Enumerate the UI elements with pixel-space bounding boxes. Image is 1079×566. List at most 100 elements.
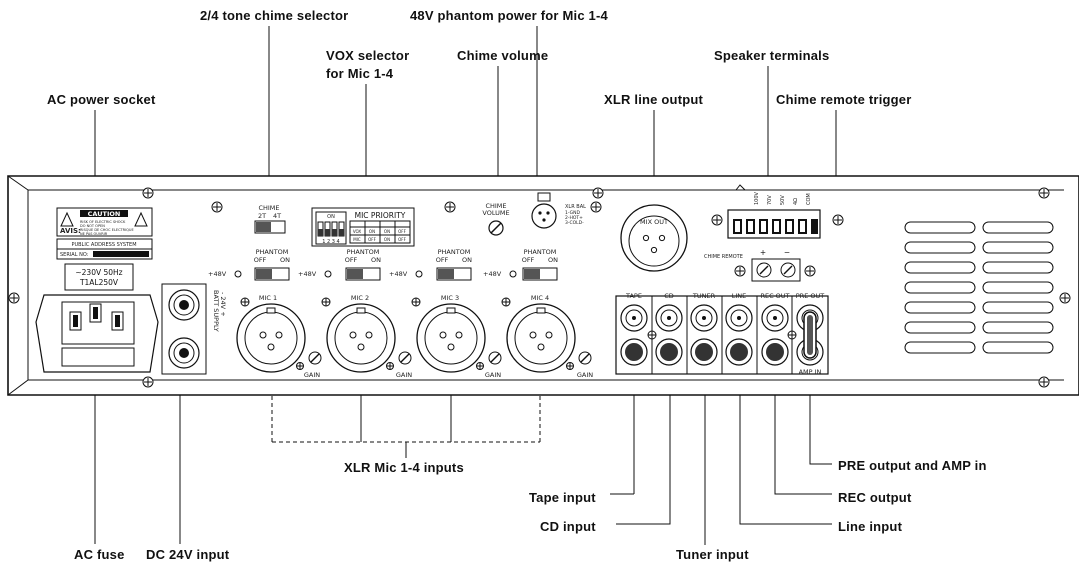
dip-numbers: 1 2 3 4 — [322, 239, 340, 245]
rca-jack-tape-top — [620, 304, 648, 332]
small-xlr-connector[interactable]: XLR BAL 1-GND 2-HOT+ 3-COLD- — [531, 192, 586, 229]
off-label: OFF — [522, 256, 535, 264]
caution-text-3: RISQUE DE CHOC ELECTRIQUE — [80, 228, 134, 232]
chime-4t: 4T — [273, 212, 281, 220]
grid-cell: ON — [369, 229, 375, 234]
gain-trim-3[interactable]: GAIN — [476, 351, 502, 379]
callout-rec-output: REC output — [838, 490, 912, 505]
mix-out-label: MIX OUT — [640, 218, 668, 226]
screw-icon — [1038, 376, 1050, 388]
chime-volume-knob[interactable]: CHIME VOLUME — [482, 202, 510, 236]
callout-cd-input: CD input — [540, 519, 596, 534]
rca-jack-tape-bottom — [620, 338, 648, 366]
speaker-label: COM — [806, 193, 812, 205]
batt-voltage-label: - 24V + — [219, 292, 227, 317]
callout-xlr-mic-inputs: XLR Mic 1-4 inputs — [344, 460, 464, 475]
phantom-label: PHANTOM — [524, 248, 557, 256]
speaker-terminals[interactable]: 100V 70V 50V 4Ω COM — [727, 184, 821, 239]
gain-label: GAIN — [485, 371, 501, 379]
caution-text-2: DO NOT OPEN — [80, 224, 105, 228]
screw-icon — [592, 187, 604, 199]
screw-icon — [142, 187, 154, 199]
screw-icon — [832, 214, 844, 226]
screw-icon — [647, 330, 657, 340]
callout-tuner-input: Tuner input — [676, 547, 749, 562]
screw-icon — [444, 201, 456, 213]
callout-xlr-line-output: XLR line output — [604, 92, 704, 107]
priority-grid: VOX ON ON OFF MIC OFF ON OFF — [349, 220, 411, 244]
phantom-switch-3[interactable]: PHANTOM OFF ON +48V — [389, 248, 472, 281]
mic-label: MIC 3 — [441, 294, 459, 302]
dc-24v-input[interactable]: BATT SUPPLY - 24V + — [161, 283, 227, 375]
caution-avis: AVIS: — [60, 227, 81, 235]
rca-jack-line-top — [725, 304, 753, 332]
callout-tape-input: Tape input — [529, 490, 596, 505]
off-label: OFF — [254, 256, 267, 264]
plus48v-label: +48V — [389, 270, 408, 278]
screw-icon — [211, 201, 223, 213]
grid-cell: OFF — [368, 237, 376, 242]
speaker-label: 50V — [780, 195, 786, 205]
phantom-label: PHANTOM — [256, 248, 289, 256]
grid-cell: VOX — [353, 229, 362, 234]
grid-cell: OFF — [398, 229, 406, 234]
callout-chime-selector: 2/4 tone chime selector — [200, 8, 348, 23]
rca-label-rec-out: REC OUT — [760, 292, 789, 300]
screw-icon — [734, 265, 746, 277]
on-label: ON — [548, 256, 558, 264]
phantom-switch-1[interactable]: PHANTOM OFF ON +48V — [208, 248, 290, 281]
screw-icon — [1059, 292, 1071, 304]
chime-selector[interactable]: CHIME 2T 4T — [254, 204, 286, 234]
rca-label-amp-in: AMP IN — [799, 368, 822, 376]
mic-priority-label: MIC PRIORITY — [355, 211, 406, 220]
rca-label-pre-out: PRE OUT — [796, 292, 824, 300]
rca-label-line: LINE — [732, 292, 747, 300]
on-label: ON — [462, 256, 472, 264]
callout-speaker-terminals: Speaker terminals — [714, 48, 829, 63]
xlr-pin-label: 3-COLD- — [565, 220, 584, 226]
mic-input-4[interactable]: MIC 4 — [501, 294, 576, 373]
phantom-switch-4[interactable]: PHANTOM OFF ON +48V — [483, 248, 558, 281]
chime-remote-terminals[interactable]: CHIME REMOTE + − — [704, 248, 801, 282]
screw-icon — [590, 201, 602, 213]
speaker-label: 100V — [754, 191, 760, 205]
mic-input-1[interactable]: MIC 1 — [236, 294, 306, 373]
gain-label: GAIN — [304, 371, 320, 379]
caution-label: CAUTION AVIS: RISK OF ELECTRIC SHOCK DO … — [56, 207, 153, 260]
plus48v-label: +48V — [298, 270, 317, 278]
grid-cell: OFF — [398, 237, 406, 242]
gain-trim-1[interactable]: GAIN — [296, 351, 322, 379]
on-label: ON — [280, 256, 290, 264]
screw-icon — [1038, 187, 1050, 199]
callout-pre-output-amp-in: PRE output and AMP in — [838, 458, 987, 473]
speaker-label: 70V — [767, 195, 773, 205]
chime-volume-label-2: VOLUME — [482, 209, 509, 217]
callout-line-input: Line input — [838, 519, 903, 534]
speaker-label: 4Ω — [793, 198, 799, 205]
vox-selector[interactable]: ON 1 2 3 4 MIC PRIORITY VOX ON ON OFF MI… — [311, 207, 415, 247]
phantom-switch-2[interactable]: PHANTOM OFF ON +48V — [298, 248, 381, 281]
pa-system-label: PUBLIC ADDRESS SYSTEM — [71, 242, 136, 248]
mix-out-xlr[interactable]: MIX OUT — [620, 204, 688, 272]
gain-trim-4[interactable]: GAIN — [566, 351, 594, 379]
ac-power-socket[interactable] — [35, 294, 159, 373]
batt-supply-label: BATT SUPPLY — [212, 290, 220, 332]
chime-title: CHIME — [258, 204, 279, 212]
callout-chime-volume: Chime volume — [457, 48, 548, 63]
screws — [8, 187, 1071, 388]
screw-icon — [787, 330, 797, 340]
rca-jacks[interactable] — [620, 304, 824, 366]
caution-text-1: RISK OF ELECTRIC SHOCK — [80, 220, 126, 224]
callout-dc-input: DC 24V input — [146, 547, 230, 562]
chime-2t: 2T — [258, 212, 266, 220]
rca-jack-tuner-top — [690, 304, 718, 332]
callout-phantom-power: 48V phantom power for Mic 1-4 — [410, 8, 609, 23]
gain-trim-2[interactable]: GAIN — [386, 351, 413, 379]
rca-jack-tuner-bottom — [690, 338, 718, 366]
xlr-pin-label: 1-GND — [565, 210, 581, 216]
mic-label: MIC 2 — [351, 294, 369, 302]
caution-title: CAUTION — [88, 210, 121, 218]
mic-input-2[interactable]: MIC 2 — [321, 294, 396, 373]
screw-icon — [8, 292, 20, 304]
mic-input-3[interactable]: MIC 3 — [411, 294, 486, 373]
